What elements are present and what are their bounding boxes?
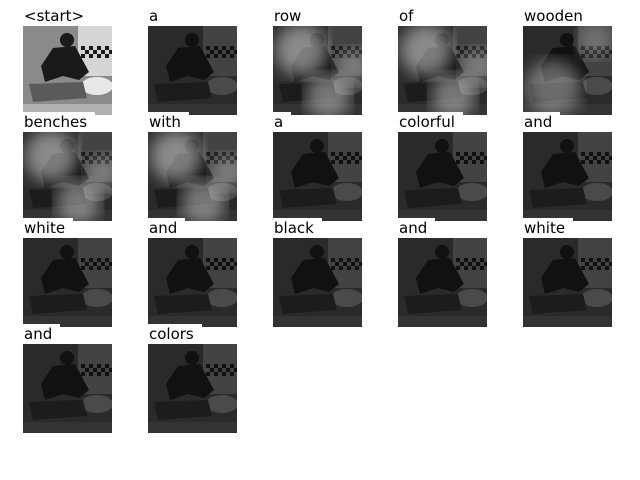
attention-panel: benches [23, 112, 153, 221]
attention-heatmap-image [523, 132, 612, 221]
attention-panel: a [148, 6, 278, 115]
attention-panel: colorful [398, 112, 528, 221]
caption-word-label: benches [23, 112, 96, 132]
caption-word-label: white [23, 218, 74, 238]
attention-panel: and [523, 112, 640, 221]
attention-panel: white [523, 218, 640, 327]
attention-heatmap-image [23, 238, 112, 327]
caption-word-label: and [398, 218, 436, 238]
caption-word-label: row [273, 6, 310, 26]
attention-panel: colors [148, 324, 278, 433]
attention-panel: and [148, 218, 278, 327]
caption-word-label: a [148, 6, 167, 26]
attention-heatmap-image [23, 132, 112, 221]
caption-word-label: white [523, 218, 574, 238]
attention-panel: white [23, 218, 153, 327]
caption-word-label: and [148, 218, 186, 238]
attention-panel: and [23, 324, 153, 433]
attention-heatmap-image [148, 238, 237, 327]
attention-panel: wooden [523, 6, 640, 115]
attention-heatmap-image [273, 238, 362, 327]
attention-panel: of [398, 6, 528, 115]
attention-heatmap-image [148, 26, 237, 115]
attention-panel: row [273, 6, 403, 115]
attention-heatmap-image [273, 132, 362, 221]
attention-panel: a [273, 112, 403, 221]
attention-heatmap-image [148, 132, 237, 221]
attention-panel: <start> [23, 6, 153, 115]
attention-heatmap-image [23, 26, 112, 115]
caption-word-label: with [148, 112, 189, 132]
caption-word-label: of [398, 6, 422, 26]
caption-word-label: black [273, 218, 322, 238]
attention-heatmap-image [398, 132, 487, 221]
attention-panel: with [148, 112, 278, 221]
caption-word-label: colorful [398, 112, 463, 132]
attention-heatmap-image [523, 238, 612, 327]
attention-heatmap-image [273, 26, 362, 115]
attention-panel: black [273, 218, 403, 327]
caption-word-label: <start> [23, 6, 93, 26]
caption-word-label: colors [148, 324, 202, 344]
attention-heatmap-image [398, 26, 487, 115]
caption-word-label: wooden [523, 6, 591, 26]
attention-heatmap-image [398, 238, 487, 327]
caption-word-label: a [273, 112, 292, 132]
attention-heatmap-image [523, 26, 612, 115]
attention-heatmap-image [148, 344, 237, 433]
attention-panel: and [398, 218, 528, 327]
attention-heatmap-image [23, 344, 112, 433]
caption-word-label: and [23, 324, 61, 344]
caption-word-label: and [523, 112, 561, 132]
